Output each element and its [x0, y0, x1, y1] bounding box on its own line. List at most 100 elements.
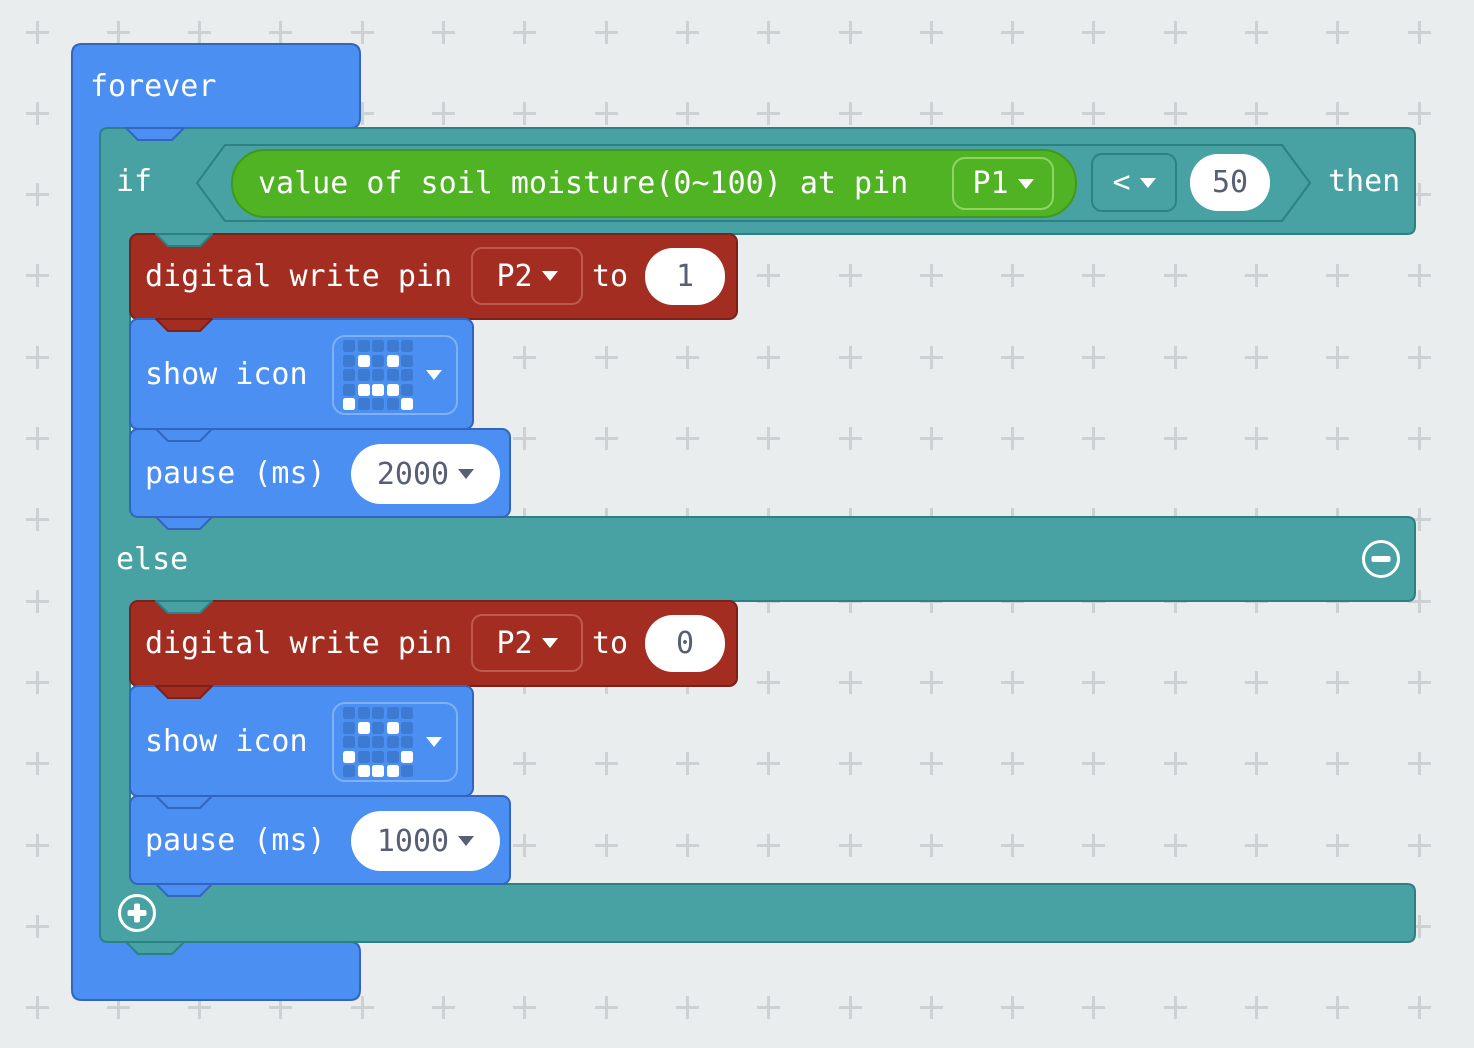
led-on-cell — [386, 765, 399, 777]
grid-cross — [1082, 833, 1106, 857]
grid-cross — [919, 427, 943, 450]
grid-cross — [25, 833, 49, 857]
comparison-hexagon[interactable] — [196, 144, 1311, 222]
grid-cross — [513, 20, 537, 44]
grid-cross — [757, 996, 781, 1020]
write-value-field[interactable]: 0 — [645, 615, 725, 672]
grid-cross — [269, 20, 293, 44]
grid-cross — [1001, 101, 1025, 125]
remove-else-button[interactable] — [1362, 540, 1400, 578]
grid-cross — [106, 996, 130, 1020]
block-connector-tab — [155, 428, 213, 442]
grid-cross — [1407, 670, 1431, 694]
grid-cross — [675, 101, 699, 125]
plus-icon — [134, 903, 140, 923]
led-off-cell — [343, 369, 355, 381]
grid-cross — [1163, 101, 1187, 125]
led-off-cell — [357, 750, 370, 763]
soil-moisture-block[interactable] — [231, 149, 1077, 218]
grid-cross — [1001, 833, 1025, 857]
grid-cross — [25, 101, 49, 125]
grid-cross — [1326, 345, 1350, 369]
grid-cross — [188, 20, 212, 44]
led-off-cell — [357, 369, 370, 381]
led-off-cell — [343, 383, 355, 396]
grid-cross — [1163, 427, 1187, 450]
grid-cross — [513, 345, 537, 369]
compare-value-field[interactable]: 50 — [1190, 154, 1270, 211]
grid-cross — [675, 996, 699, 1020]
grid-cross — [1407, 264, 1431, 288]
operator-dropdown[interactable]: < — [1092, 154, 1176, 211]
grid-cross — [1407, 20, 1431, 44]
forever-label: forever — [90, 68, 217, 104]
pin-dropdown[interactable]: P2 — [472, 248, 582, 304]
grid-cross — [838, 20, 862, 44]
grid-cross — [1407, 752, 1431, 776]
block-connector-tab — [125, 127, 185, 141]
led-on-cell — [386, 721, 399, 734]
chevron-down-icon — [458, 469, 475, 479]
grid-cross — [1407, 996, 1431, 1020]
grid-cross — [25, 427, 49, 450]
grid-cross — [594, 427, 618, 450]
grid-cross — [1082, 427, 1106, 450]
grid-cross — [1326, 996, 1350, 1020]
icon-dropdown[interactable] — [333, 703, 467, 781]
grid-cross — [757, 101, 781, 125]
led-on-cell — [357, 383, 370, 396]
pin-dropdown[interactable]: P1 — [953, 158, 1053, 209]
grid-cross — [1245, 427, 1268, 450]
grid-cross — [1326, 264, 1350, 288]
grid-cross — [919, 20, 943, 44]
pause-dropdown[interactable]: 2000 — [351, 444, 500, 504]
grid-cross — [513, 833, 537, 857]
pause-dropdown[interactable]: 1000 — [351, 811, 500, 871]
led-off-cell — [343, 736, 355, 748]
grid-cross — [25, 183, 49, 207]
grid-cross — [1001, 996, 1025, 1020]
pin-dropdown[interactable]: P2 — [472, 615, 582, 671]
grid-cross — [350, 20, 374, 44]
grid-cross — [1163, 996, 1187, 1020]
pin-dropdown-bg — [471, 614, 583, 672]
pin-dropdown-value: P2 — [496, 258, 533, 294]
chevron-down-icon — [541, 638, 558, 648]
write-value: 0 — [675, 626, 695, 661]
pause-dropdown-bg — [351, 811, 500, 871]
grid-cross — [919, 833, 943, 857]
led-off-cell — [372, 340, 384, 352]
led-off-cell — [386, 398, 399, 410]
grid-cross — [919, 752, 943, 776]
if-else-block[interactable] — [99, 127, 1416, 943]
grid-cross — [838, 752, 862, 776]
grid-cross — [1407, 589, 1431, 613]
led-off-cell — [401, 383, 413, 396]
led-off-cell — [401, 721, 413, 734]
grid-cross — [25, 264, 49, 288]
led-off-cell — [343, 765, 355, 777]
grid-cross — [594, 20, 618, 44]
grid-cross — [106, 20, 130, 44]
grid-cross — [919, 101, 943, 125]
pause-value: 2000 — [376, 456, 450, 492]
grid-cross — [675, 345, 699, 369]
operator-dropdown-bg — [1091, 153, 1177, 212]
led-off-cell — [343, 340, 355, 352]
led-off-cell — [386, 750, 399, 763]
write-value-field[interactable]: 1 — [645, 248, 725, 305]
icon-dropdown[interactable] — [333, 336, 467, 414]
led-off-cell — [401, 765, 413, 777]
grid-cross — [838, 264, 862, 288]
pause-value: 1000 — [376, 823, 450, 859]
block-connector-tab — [155, 600, 213, 614]
led-off-cell — [372, 721, 384, 734]
grid-cross — [1082, 996, 1106, 1020]
grid-cross — [1326, 20, 1350, 44]
led-off-cell — [401, 736, 413, 748]
grid-cross — [838, 833, 862, 857]
grid-cross — [675, 20, 699, 44]
add-else-if-button[interactable] — [118, 894, 156, 932]
grid-cross — [432, 20, 455, 44]
